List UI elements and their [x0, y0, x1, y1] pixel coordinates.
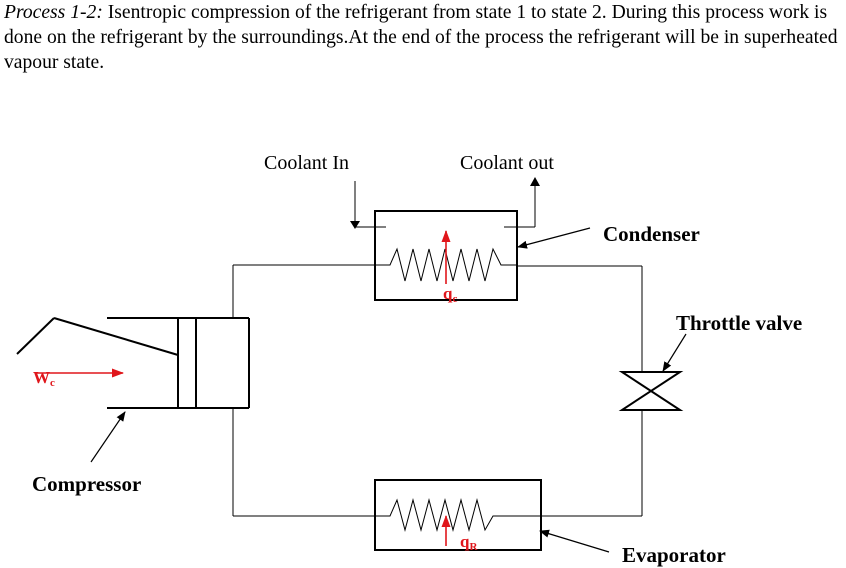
- compressor: [16, 317, 250, 409]
- coolant-out-label: Coolant out: [460, 152, 554, 174]
- process-title: Process 1-2:: [4, 2, 103, 23]
- evaporator-box: [374, 479, 542, 551]
- qc-symbol: qc: [443, 284, 457, 305]
- crank-arm: [16, 317, 55, 355]
- compressor-label: Compressor: [32, 472, 141, 496]
- coolant-in-label: Coolant In: [264, 152, 349, 174]
- piston: [177, 317, 197, 409]
- throttle-valve: [618, 371, 684, 411]
- evaporator: qR: [374, 479, 542, 553]
- compressor-leader-arrow: [90, 411, 126, 463]
- circuit-pipes: [232, 264, 643, 517]
- coolant-out-arrowhead: [530, 177, 540, 186]
- condenser-leader-arrow: [517, 227, 591, 249]
- throttle-valve-label: Throttle valve: [676, 311, 802, 335]
- coolant-in-arrowhead: [350, 221, 360, 229]
- coolant-lines: [350, 177, 540, 229]
- evaporator-label: Evaporator: [622, 543, 726, 567]
- condenser-label: Condenser: [603, 222, 700, 246]
- evaporator-leader-arrow: [539, 529, 610, 553]
- throttle-leader-arrow: [662, 333, 687, 372]
- condenser-box: [374, 210, 518, 301]
- qr-symbol: qR: [460, 532, 478, 553]
- condenser-coil: [375, 247, 517, 282]
- wc-symbol: Wc: [33, 368, 55, 389]
- condenser: qc: [374, 210, 518, 305]
- connecting-rod: [53, 317, 179, 356]
- throttle-valve-symbol: [618, 371, 684, 411]
- process-body: Isentropic compression of the refrigeran…: [4, 2, 838, 73]
- evaporator-coil: [375, 498, 541, 532]
- process-description: Process 1-2: Isentropic compression of t…: [4, 0, 846, 75]
